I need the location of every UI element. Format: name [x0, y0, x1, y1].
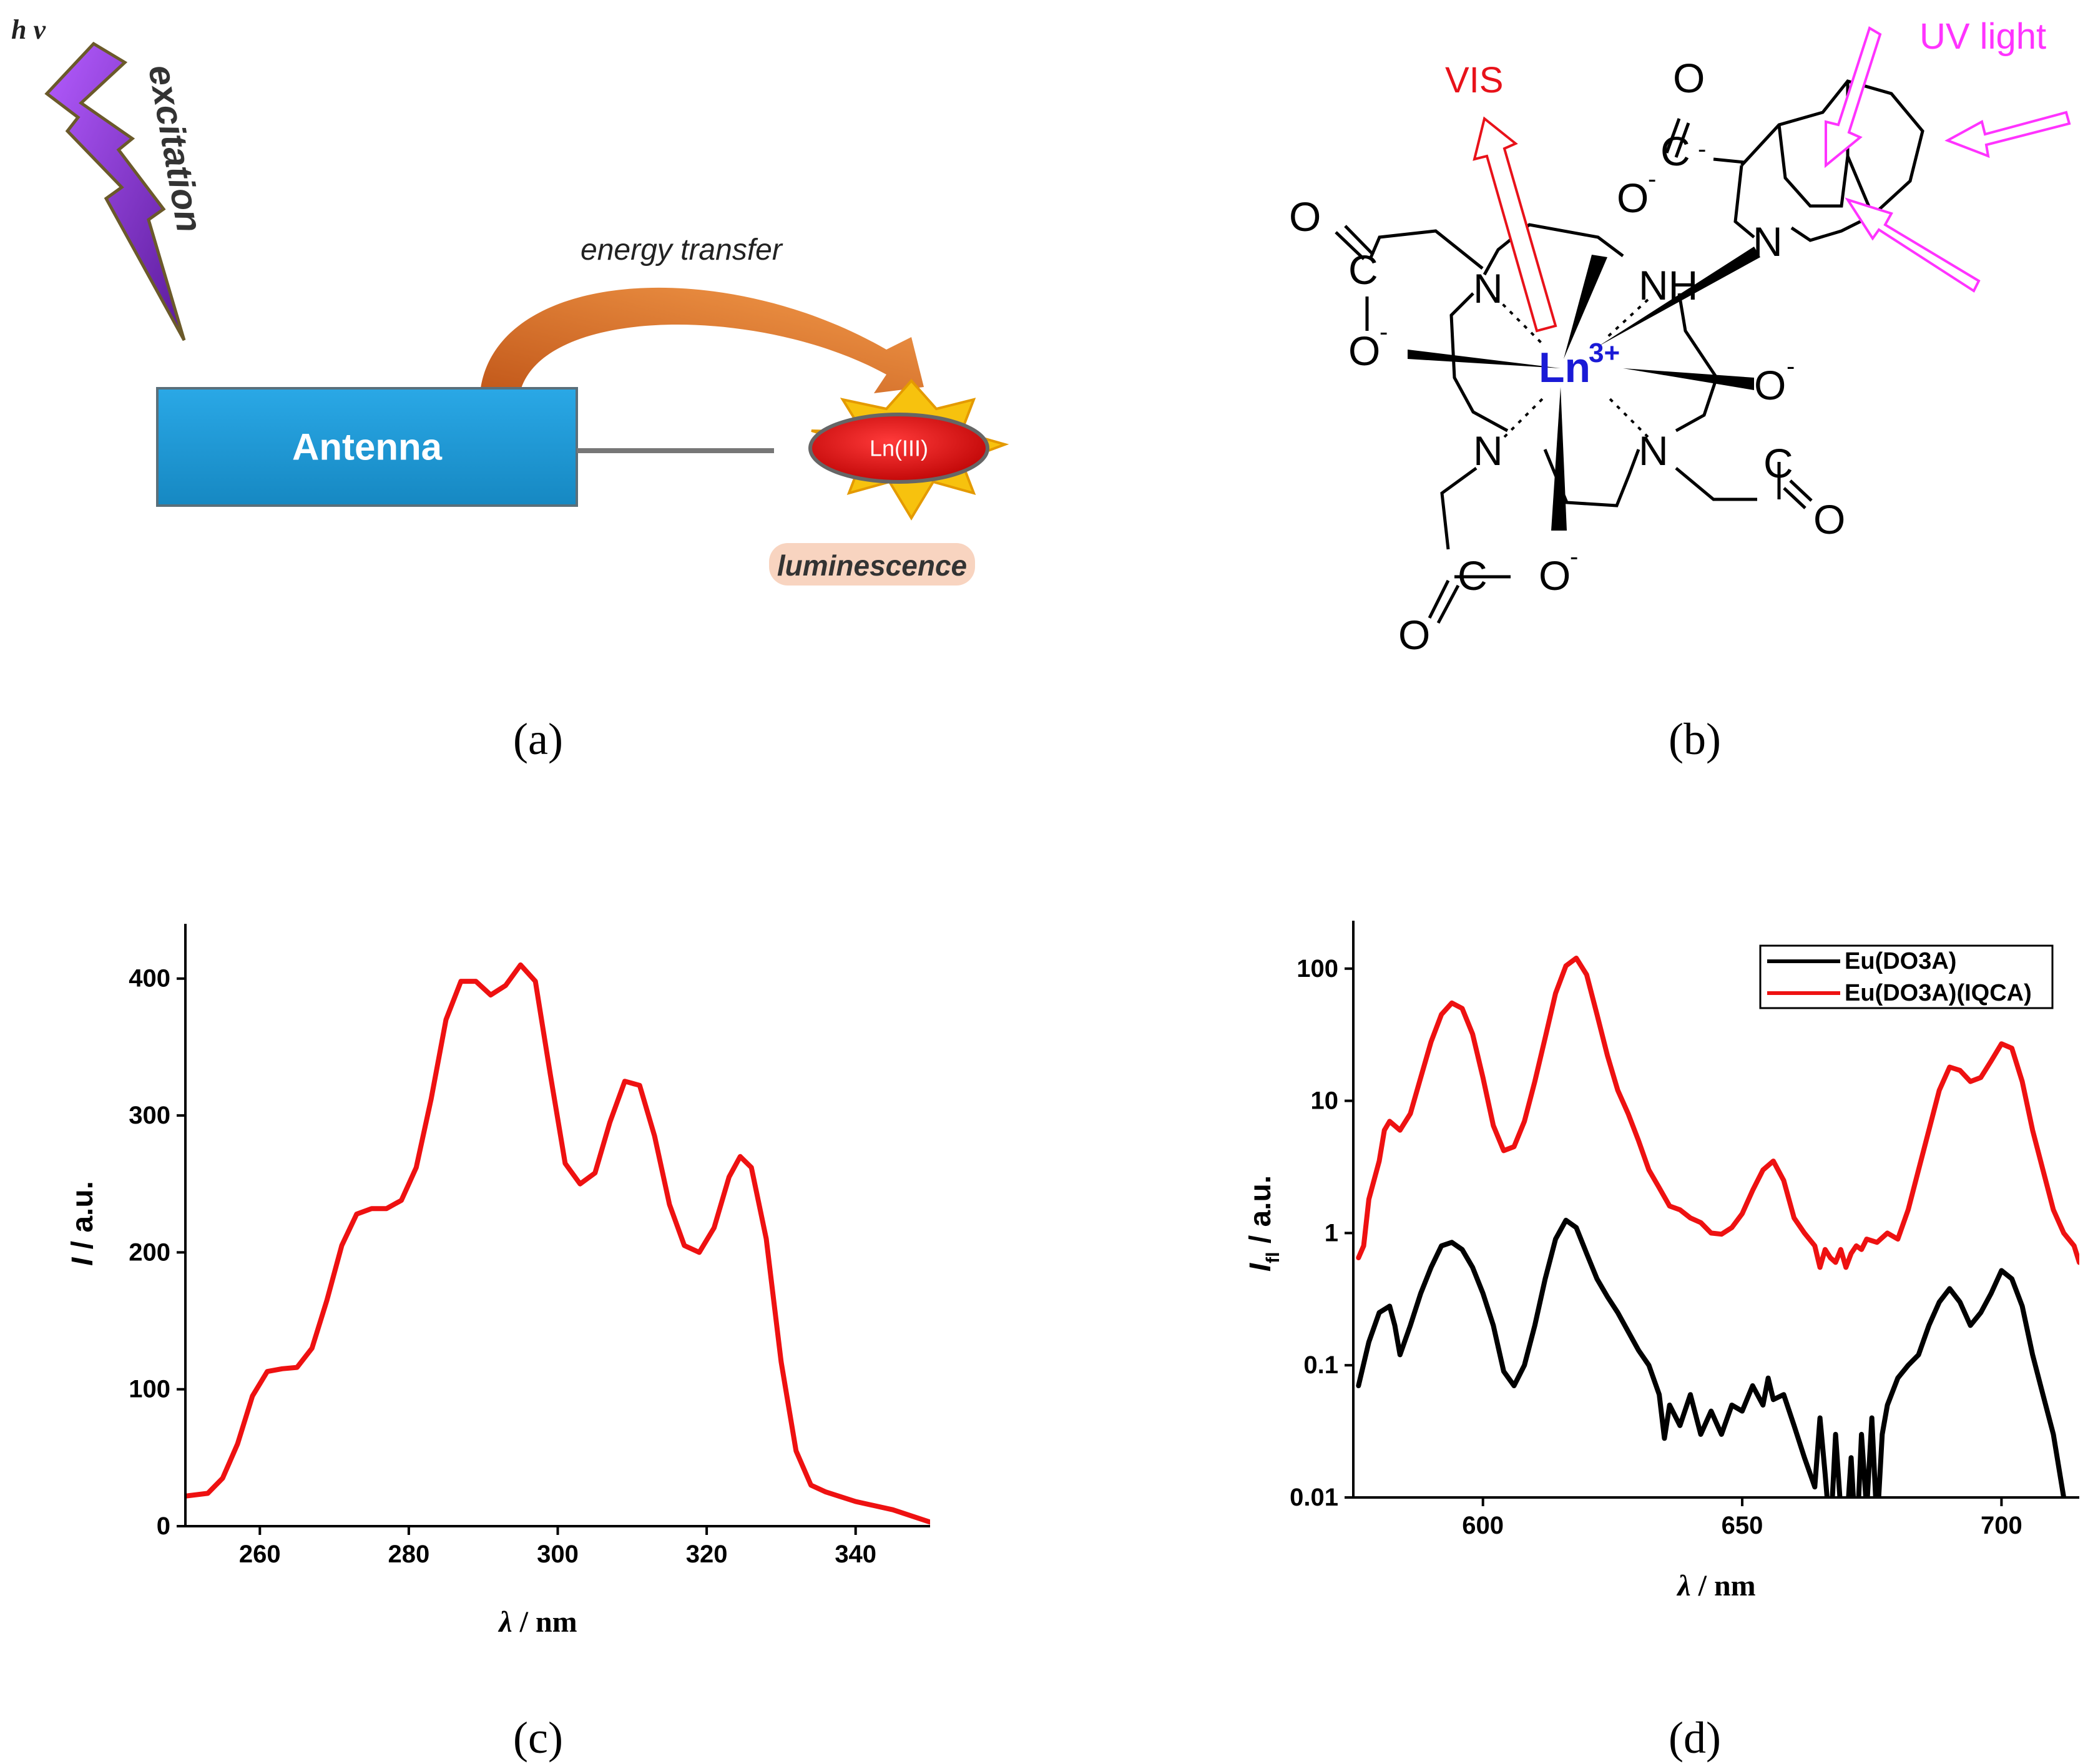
y-axis-label-unit: / a.u.: [66, 1181, 99, 1258]
x-tick-group: 600 650 700: [1462, 1497, 2022, 1539]
uv-label: UV light: [1919, 16, 2046, 57]
luminescence-label: luminescence: [777, 549, 967, 582]
panel-d-emission-chart: 0.01 0.1 1 10 100 600 650 700 Eu(DO3A) Eu(DO3A…: [1244, 921, 2079, 1602]
y-tick-group: 0.01 0.1 1 10 100: [1290, 955, 1353, 1511]
uv-arrows: [1825, 26, 2071, 293]
y-tick-label: 0.01: [1290, 1484, 1338, 1511]
atom-o-bottom-carbonyl: O: [1398, 612, 1430, 658]
y-tick-label: 100: [129, 1376, 170, 1403]
ion-ellipse: [808, 413, 989, 484]
atom-o-bottom: O: [1539, 552, 1571, 599]
legend-label-eu-do3a-iqca: Eu(DO3A)(IQCA): [1845, 980, 2032, 1006]
x-tick-label: 650: [1722, 1512, 1763, 1539]
atom-n-isoquinoline: N: [1753, 218, 1783, 265]
y-tick-label: 200: [129, 1238, 170, 1266]
atom-o-left: O: [1348, 328, 1380, 374]
y-tick-label: 0: [157, 1512, 170, 1540]
atom-c-top-left: C: [1348, 247, 1378, 293]
coordination-bonds: [1408, 247, 1760, 531]
panel-label-b: (b): [1669, 714, 1721, 764]
panel-a-antenna-diagram: h ν excitation energy transfer Antenna L…: [11, 14, 1009, 586]
hv-label: h ν: [11, 14, 46, 45]
series-group: [1356, 956, 2079, 1497]
legend: Eu(DO3A) Eu(DO3A)(IQCA): [1759, 944, 2054, 1009]
vis-emission-arrow-icon: [1473, 116, 1557, 333]
legend-box: [1759, 944, 2054, 1009]
luminescence-glow: [769, 543, 975, 586]
energy-transfer-arrow-icon: [481, 287, 924, 393]
energy-transfer-label: energy transfer: [581, 233, 783, 267]
series-line-eu-do3a-iqca: [1356, 956, 2079, 1270]
atom-minus-bottom: -: [1570, 543, 1578, 571]
y-axis-label-subscript: fl: [1263, 1252, 1283, 1263]
atom-o-right-carbonyl: O: [1813, 496, 1845, 542]
x-tick-label: 260: [239, 1541, 281, 1568]
atom-minus-left: -: [1380, 318, 1388, 346]
atom-o-coord: O: [1617, 175, 1649, 221]
atom-c-carboxyl: C: [1660, 128, 1690, 174]
x-tick-label: 300: [537, 1541, 579, 1568]
panel-label-a: (a): [513, 714, 563, 764]
x-tick-label: 340: [835, 1541, 876, 1568]
atom-n-bottom-left: N: [1473, 428, 1503, 474]
legend-label-eu-do3a: Eu(DO3A): [1845, 948, 1956, 974]
x-axis-label: λ / nm: [498, 1605, 577, 1639]
y-tick-label: 10: [1311, 1087, 1339, 1115]
atom-o-carbonyl: O: [1673, 55, 1705, 101]
x-axis-label-symbol: λ: [1676, 1569, 1690, 1602]
atom-minus-o-coord: -: [1648, 165, 1656, 193]
x-tick-group: 260 280 300 320 340: [239, 1526, 876, 1568]
atom-c-bottom: C: [1458, 552, 1488, 599]
series-line: [185, 962, 930, 1525]
x-axis-label-unit: / nm: [512, 1605, 577, 1639]
atom-n-top-left: N: [1473, 265, 1503, 311]
metal-charge: 3+: [1589, 338, 1620, 368]
y-axis-label-symbol: I: [66, 1257, 99, 1266]
uv-arrow-icon-3: [1845, 197, 1981, 293]
atom-nh: NH: [1639, 262, 1698, 308]
y-axis-label: Ifl / a.u.: [1244, 1175, 1283, 1272]
y-tick-label: 100: [1297, 955, 1338, 982]
x-axis-label-unit: / nm: [1691, 1569, 1756, 1602]
atom-minus-carboxyl: -: [1698, 135, 1706, 163]
x-tick-label: 600: [1462, 1512, 1504, 1539]
atom-n-bottom-right: N: [1639, 428, 1669, 474]
y-tick-label: 1: [1325, 1219, 1338, 1247]
antenna-label: Antenna: [292, 426, 443, 468]
ion-label: Ln(III): [870, 436, 928, 461]
y-axis-label-unit: / a.u.: [1244, 1175, 1277, 1252]
atom-o-top-left: O: [1289, 194, 1321, 240]
x-axis-label: λ / nm: [1676, 1569, 1755, 1602]
x-axis-label-symbol: λ: [498, 1605, 512, 1639]
y-tick-label: 400: [129, 965, 170, 992]
panel-c-excitation-chart: 0 100 200 300 400 260 280 300 320 340 I / a.u. λ…: [66, 924, 930, 1639]
lightning-bolt-icon: [44, 41, 186, 341]
panel-label-c: (c): [513, 1713, 563, 1763]
series-line-eu-do3a: [1356, 1217, 2067, 1497]
atom-o-right: O: [1754, 362, 1786, 408]
series-group: [185, 962, 930, 1525]
panel-label-d: (d): [1669, 1713, 1721, 1763]
panel-b-complex-structure: VIS UV light O C - O - N NH N O C O - Ln…: [1289, 16, 2071, 658]
uv-arrow-icon-2: [1944, 110, 2071, 159]
antenna-box: [156, 387, 578, 507]
atom-c-right: C: [1763, 440, 1793, 486]
y-tick-label: 0.1: [1303, 1351, 1338, 1379]
metal-label: Ln: [1539, 344, 1591, 391]
uv-arrow-icon-1: [1825, 26, 1882, 169]
x-tick-label: 320: [686, 1541, 728, 1568]
y-tick-group: 0 100 200 300 400: [129, 965, 185, 1540]
y-tick-label: 300: [129, 1102, 170, 1129]
y-axis-label: I / a.u.: [66, 1181, 99, 1266]
x-tick-label: 280: [388, 1541, 430, 1568]
x-tick-label: 700: [1981, 1512, 2022, 1539]
y-axis-label-symbol: I: [1244, 1262, 1277, 1272]
vis-label: VIS: [1445, 60, 1504, 100]
atom-minus-right: -: [1787, 353, 1795, 380]
